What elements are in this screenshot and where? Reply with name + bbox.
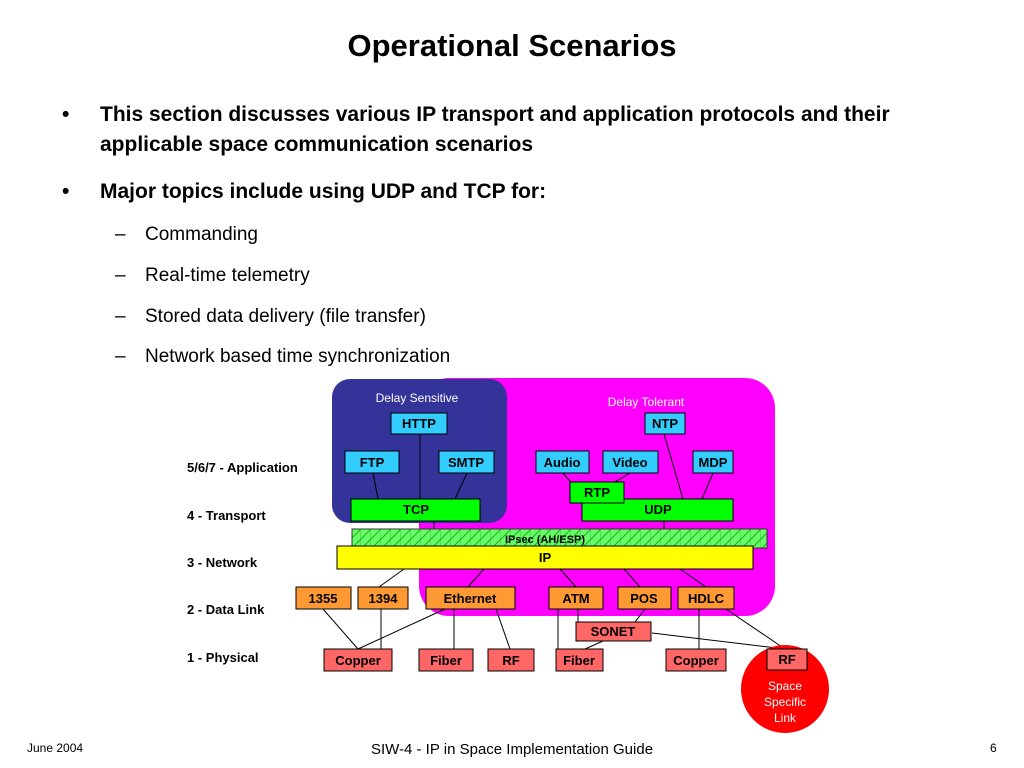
tcp-label: TCP <box>403 502 429 517</box>
smtp-box <box>438 450 495 474</box>
delay-tolerant-label: Delay Tolerant <box>608 395 685 409</box>
ethernet-box <box>425 586 516 610</box>
copper-label-2: Copper <box>673 653 719 668</box>
fiber-label-2: Fiber <box>563 653 595 668</box>
subitem-text: Stored data delivery (file transfer) <box>145 306 426 327</box>
layer-label-physical: 1 - Physical <box>187 650 259 665</box>
audio-label: Audio <box>544 455 581 470</box>
video-label: Video <box>612 455 647 470</box>
hdlc-label: HDLC <box>688 591 725 606</box>
ipsec-label: IPsec (AH/ESP) <box>505 534 585 546</box>
smtp-label: SMTP <box>448 455 484 470</box>
rf-box-1 <box>487 648 535 672</box>
ip-label: IP <box>539 550 552 565</box>
mdp-label: MDP <box>699 455 728 470</box>
dl-1355-box <box>295 586 352 610</box>
rf-label-2: RF <box>778 652 795 667</box>
bullet-text: This section discusses various IP transp… <box>100 103 890 156</box>
sonet-label: SONET <box>591 624 636 639</box>
udp-label: UDP <box>644 502 672 517</box>
pos-label: POS <box>630 591 658 606</box>
fiber-box-1 <box>418 648 474 672</box>
dl-1394-label: 1394 <box>369 591 399 606</box>
mdp-box <box>692 450 734 474</box>
rf-label-1: RF <box>502 653 519 668</box>
fiber-label-1: Fiber <box>430 653 462 668</box>
pos-box <box>617 586 672 610</box>
subitem-text: Commanding <box>145 224 258 245</box>
dash-marker: – <box>115 306 126 327</box>
ntp-box <box>644 412 686 435</box>
space-label-line-1: Space <box>768 679 802 693</box>
dash-marker: – <box>115 346 126 367</box>
ftp-label: FTP <box>360 455 385 470</box>
delay-sensitive-label: Delay Sensitive <box>376 391 459 405</box>
copper-box-2 <box>665 648 727 672</box>
copper-label-1: Copper <box>335 653 381 668</box>
copper-box-1 <box>323 648 393 672</box>
atm-label: ATM <box>562 591 589 606</box>
dl-1394-box <box>357 586 409 610</box>
rtp-label: RTP <box>584 485 610 500</box>
audio-box <box>535 450 590 474</box>
hdlc-box <box>677 586 735 610</box>
layer-label-application: 5/6/7 - Application <box>187 460 298 475</box>
subitem-text: Network based time synchronization <box>145 346 451 367</box>
space-label-line-3: Link <box>774 711 797 725</box>
dl-1355-label: 1355 <box>309 591 338 606</box>
layer-label-network: 3 - Network <box>187 555 258 570</box>
ftp-box <box>344 450 400 474</box>
footer-title: SIW-4 - IP in Space Implementation Guide <box>370 741 654 758</box>
page-number: 6 <box>990 741 997 755</box>
bullet-text: Major topics include using UDP and TCP f… <box>100 180 547 203</box>
video-box <box>602 450 659 474</box>
rtp-box <box>569 481 625 504</box>
sonet-box <box>575 621 652 642</box>
ip-box <box>336 545 754 570</box>
slide-title: Operational Scenarios <box>347 28 677 63</box>
rf-box-2 <box>766 648 808 671</box>
layer-label-data-link: 2 - Data Link <box>187 602 265 617</box>
space-label-line-2: Specific <box>764 695 806 709</box>
atm-box <box>548 586 604 610</box>
tcp-box <box>350 498 481 522</box>
ntp-label: NTP <box>652 416 678 431</box>
dash-marker: – <box>115 224 126 245</box>
footer-date: June 2004 <box>27 741 84 755</box>
subitem-text: Real-time telemetry <box>145 265 310 286</box>
bullet-marker: • <box>62 103 70 126</box>
ethernet-label: Ethernet <box>444 591 497 606</box>
bullet-marker: • <box>62 180 70 203</box>
http-label: HTTP <box>402 416 436 431</box>
dash-marker: – <box>115 265 126 286</box>
fiber-box-2 <box>555 648 604 672</box>
layer-label-transport: 4 - Transport <box>187 508 266 523</box>
udp-box <box>581 498 734 522</box>
http-box <box>390 412 448 435</box>
